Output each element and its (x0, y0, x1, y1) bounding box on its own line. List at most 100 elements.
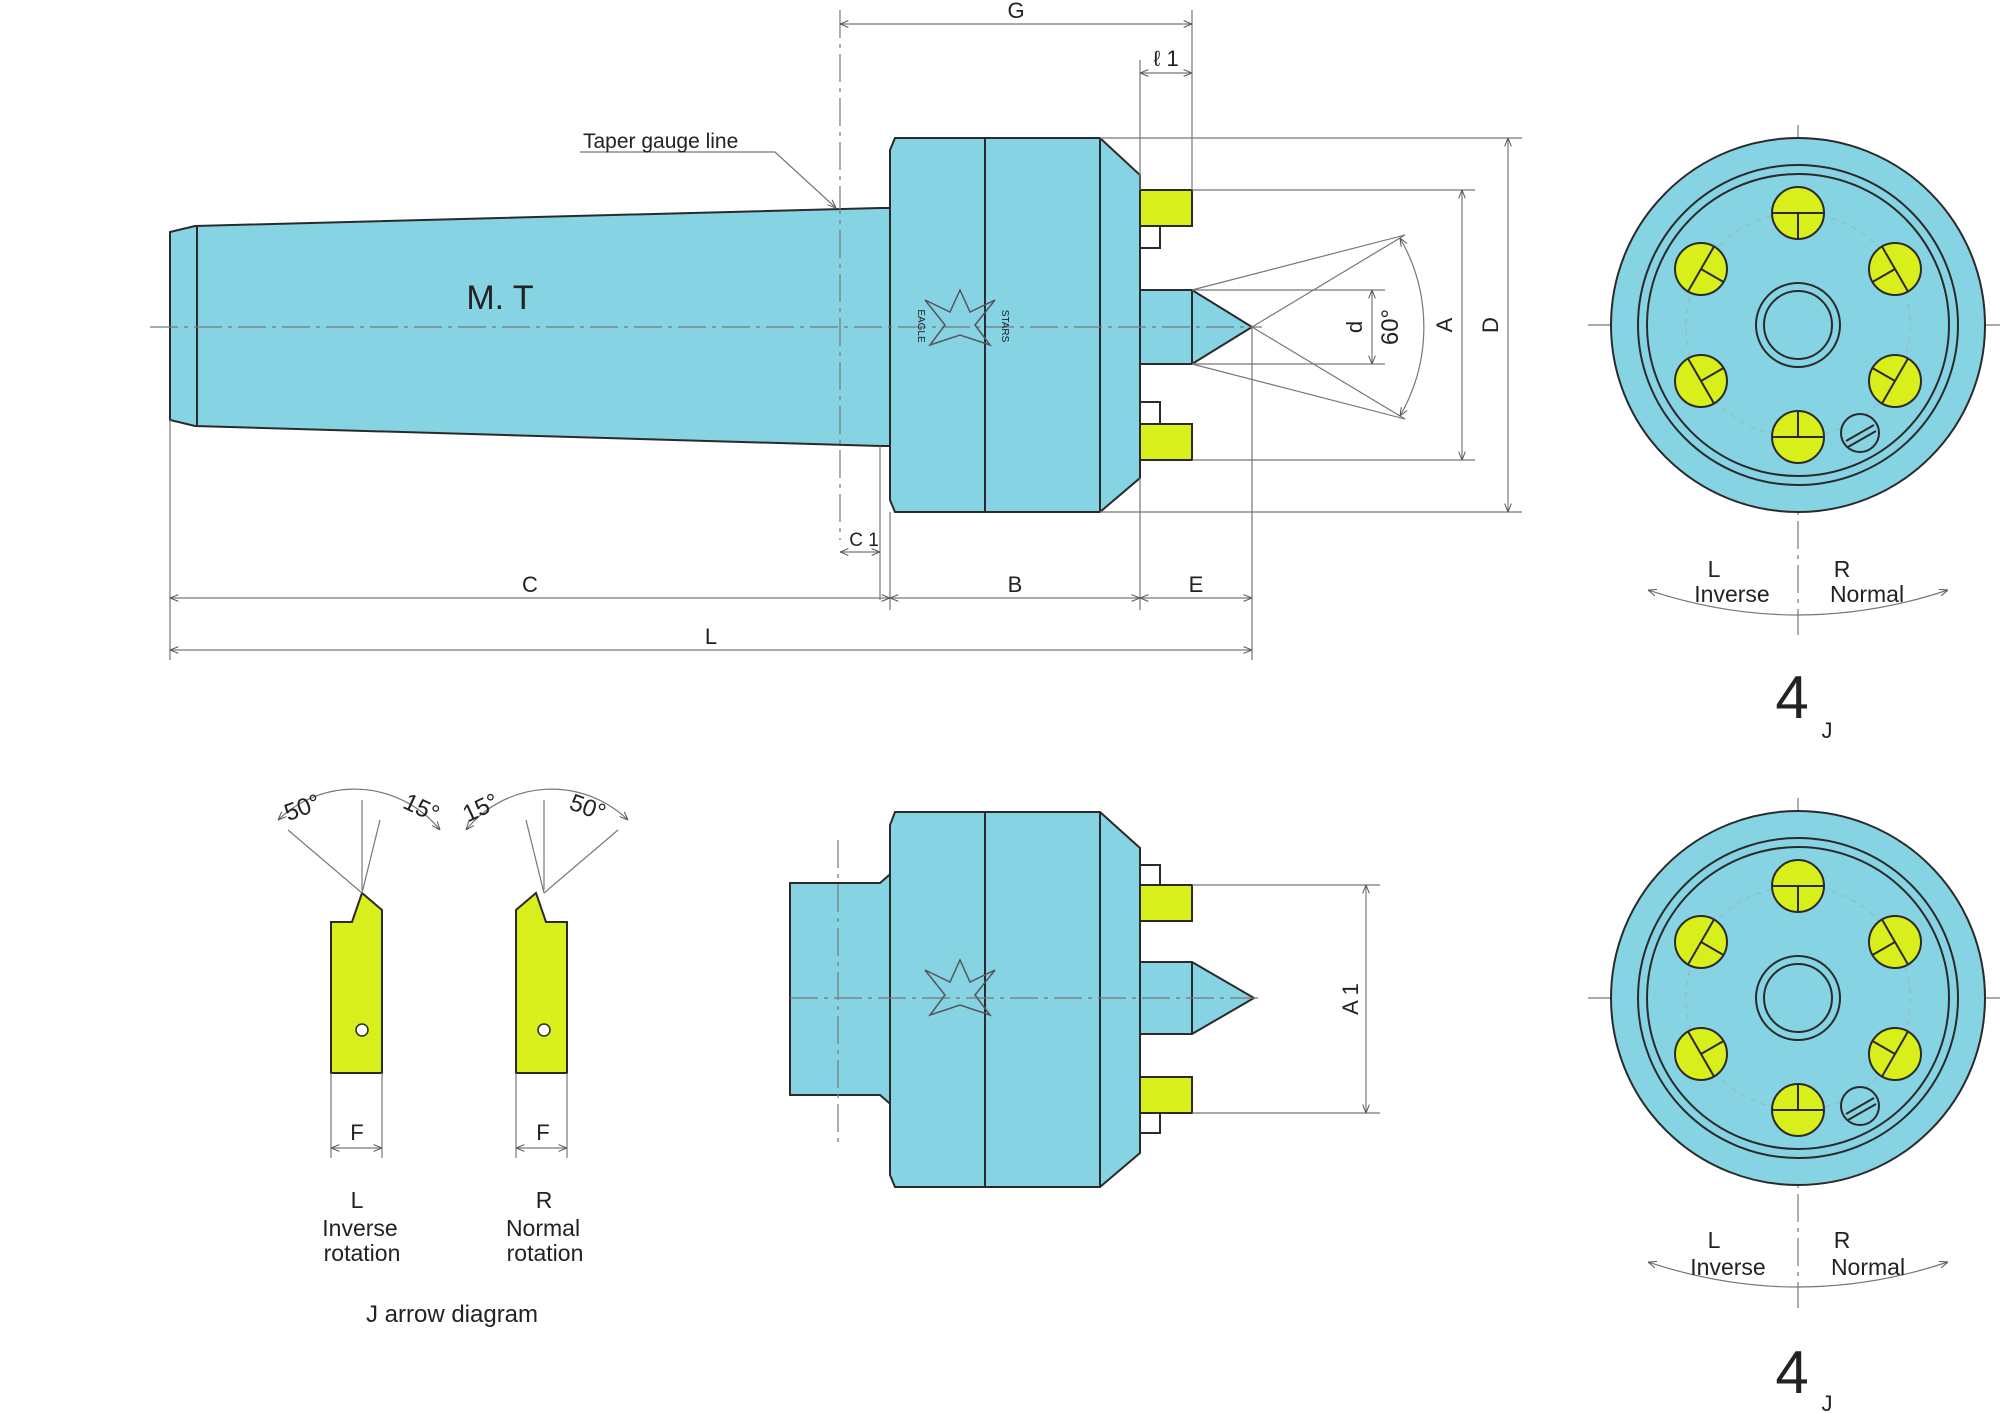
dim-e-label: E (1189, 572, 1204, 597)
blade-right-f-label: F (536, 1120, 549, 1145)
blade-right-angle-arc (466, 788, 628, 830)
blade-right-hole (537, 1023, 551, 1037)
taper-gauge-label: Taper gauge line (583, 130, 738, 153)
face-ring-outer (1637, 837, 1959, 1159)
bot-view-four-label: 4 (1775, 1339, 1808, 1406)
blade-left-line2: rotation (324, 1240, 401, 1266)
top-view-j-label: J (1822, 718, 1833, 743)
bot-view-normal-label: Normal (1831, 1254, 1905, 1280)
front-view-top-labels: L Inverse R Normal 4 J (1648, 556, 1948, 743)
dim-c1-label: C 1 (849, 530, 879, 551)
blade-left-hole (355, 1023, 369, 1037)
blade-right-line2: rotation (507, 1240, 584, 1266)
main-body-2 (889, 811, 1141, 1188)
face-bore-inner (1763, 963, 1833, 1033)
face-insert-notch (1871, 1040, 1896, 1055)
angle-line-lower (1191, 363, 1406, 420)
blade-right-line1: Normal (506, 1215, 580, 1241)
face-insert-notch (1871, 268, 1896, 283)
face-insert-notch (1700, 941, 1725, 956)
dim-D-label: D (1478, 317, 1503, 333)
face-screw-slot-b (1847, 430, 1877, 448)
face-screw-slot-a (1845, 1097, 1875, 1115)
j-arrow-caption: J arrow diagram (366, 1301, 538, 1328)
blade-left-angle-arc (278, 788, 440, 830)
main-body (889, 137, 1141, 513)
dim-g-label: G (1007, 0, 1024, 23)
front-view-bottom-labels: L Inverse R Normal 4 J (1648, 1227, 1948, 1413)
blade-left-15-line (361, 819, 381, 894)
bottom-insert-step (1140, 401, 1161, 425)
face-ring-inner (1646, 173, 1950, 477)
dim-b-label: B (1008, 572, 1023, 597)
dim-l-label: L (705, 624, 717, 649)
blade-left-f-label: F (350, 1120, 363, 1145)
eagle-logo-2 (924, 958, 996, 1017)
angle-ray-upper (1251, 234, 1406, 328)
blade-right (515, 891, 568, 1074)
blade-left-line1: Inverse (322, 1215, 397, 1241)
dim-a1-label: A 1 (1338, 983, 1363, 1015)
face-bore-outer (1755, 282, 1841, 368)
top-view-four-label: 4 (1775, 664, 1808, 731)
top-insert (1139, 189, 1193, 227)
dim-d-label: d (1342, 321, 1367, 333)
face-bore-outer (1755, 955, 1841, 1041)
face-insert-notch (1871, 367, 1896, 382)
bot-view-r-label: R (1834, 1227, 1851, 1253)
straight-shank (789, 867, 896, 1111)
face-insert-notch (1700, 268, 1725, 283)
angle-ray-lower (1251, 326, 1406, 420)
bottom-insert-step-2 (1140, 1112, 1161, 1134)
mt-label: M. T (466, 279, 533, 317)
blade-left-50-label: 50° (281, 789, 324, 827)
dim-l1-label: ℓ 1 (1153, 46, 1178, 71)
top-view-r-label: R (1834, 556, 1851, 582)
face-outer-circle (1610, 137, 1986, 513)
gauge-leader (580, 151, 836, 208)
face-screw-slot-a (1845, 424, 1875, 442)
angle-60-label: 60° (1377, 309, 1404, 345)
top-view-l-label: L (1708, 556, 1721, 582)
bot-view-j-label: J (1822, 1391, 1833, 1413)
logo-text-top: EAGLE (915, 309, 926, 343)
bottom-insert (1139, 423, 1193, 461)
rotation-arc-top (1648, 590, 1948, 616)
blade-left-15-label: 15° (399, 788, 443, 828)
top-view-inverse-label: Inverse (1694, 581, 1769, 607)
j-arrow-diagram: 50° 15° F L Inverse rotation 15° 50° F R… (278, 788, 628, 1328)
blade-right-15-label: 15° (459, 788, 503, 828)
front-view-top (1588, 125, 2000, 635)
face-ring-inner (1646, 846, 1950, 1150)
logo-text-bottom: STARS (999, 310, 1010, 343)
face-pitch-circle (1685, 212, 1911, 438)
top-view-normal-label: Normal (1830, 581, 1904, 607)
bot-view-l-label: L (1708, 1227, 1721, 1253)
blade-right-50-line (543, 829, 619, 894)
bottom-insert-2 (1139, 1076, 1193, 1114)
top-insert-step-2 (1140, 864, 1161, 886)
blade-right-50-label: 50° (566, 789, 609, 827)
top-insert-2 (1139, 884, 1193, 922)
dim-a-label: A (1432, 317, 1457, 332)
front-view-bottom (1588, 798, 2000, 1308)
top-insert-step (1140, 225, 1161, 249)
face-bore-inner (1763, 290, 1833, 360)
side-view-bottom: A 1 (789, 811, 1380, 1188)
angle-line-upper (1191, 234, 1406, 291)
blade-left (330, 891, 383, 1074)
blade-right-letter: R (536, 1187, 553, 1213)
bot-view-inverse-label: Inverse (1690, 1254, 1765, 1280)
face-screw-slot-b (1847, 1103, 1877, 1121)
face-ring-outer (1637, 164, 1959, 486)
rotation-arc-bottom (1648, 1262, 1948, 1288)
blade-left-letter: L (351, 1187, 364, 1213)
dim-c-label: C (522, 572, 538, 597)
angle-arc-60 (1400, 238, 1425, 416)
eagle-logo: EAGLE STARS (915, 288, 1010, 347)
face-insert-notch (1700, 367, 1725, 382)
blade-left-50-line (287, 829, 363, 894)
face-pitch-circle (1685, 885, 1911, 1111)
face-outer-circle (1610, 810, 1986, 1186)
